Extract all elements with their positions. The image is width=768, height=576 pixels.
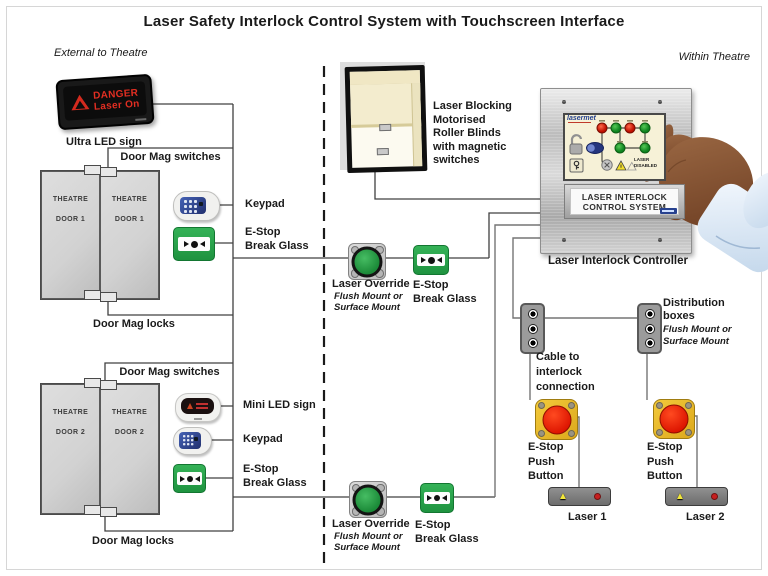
distribution-label-1: Distribution <box>663 297 725 309</box>
laser-override-button <box>348 243 386 280</box>
ultra-led-sign: DANGER Laser On <box>55 73 155 131</box>
lasermet-logo: lasermet <box>567 115 596 123</box>
estop-break-glass-icon-mid <box>413 245 449 275</box>
door1-left-text2: DOOR 1 <box>55 216 86 223</box>
keypad-screen-2 <box>179 432 201 449</box>
page-title: Laser Safety Interlock Control System wi… <box>143 13 625 30</box>
laser2-box: ▲ <box>665 487 728 506</box>
door2-left-panel: THEATRE DOOR 2 <box>41 384 100 514</box>
door1-right-panel: THEATRE DOOR 1 <box>100 171 159 299</box>
estop-push-button-left <box>535 399 578 440</box>
door2: THEATRE DOOR 2 THEATRE DOOR 2 <box>40 383 160 515</box>
estop-break-glass-icon-bottom <box>420 483 454 513</box>
door1: THEATRE DOOR 1 THEATRE DOOR 1 <box>40 170 160 300</box>
red-mushroom-button <box>542 405 571 434</box>
laser-override-label-2: Laser Override <box>332 518 410 530</box>
keypad-screen <box>180 196 207 215</box>
door2-left-text: THEATRE <box>52 409 89 416</box>
keypad-label: Keypad <box>245 198 285 210</box>
laser-indicator-dot-2 <box>711 493 718 500</box>
laser-warning-icon-2: ▲ <box>675 490 685 502</box>
door1-bottom-hinge <box>84 290 101 300</box>
door2-bottom-hinge <box>84 505 101 515</box>
laser-warning-icon: ▲ <box>558 490 568 502</box>
controller-touchscreen <box>563 113 666 181</box>
door1-left-text: THEATRE <box>52 196 89 203</box>
laser2-label: Laser 2 <box>686 511 725 523</box>
distribution-label-2: boxes <box>663 310 695 322</box>
zone-label-internal: Within Theatre <box>678 51 750 63</box>
controller-name-plate: LASER INTERLOCK CONTROL SYSTEM <box>564 184 685 219</box>
keypad-icon-2 <box>173 427 212 455</box>
door1-top-hinge <box>84 165 101 175</box>
laser-indicator-dot <box>594 493 601 500</box>
door1-mag-switches-label: Door Mag switches <box>120 151 221 163</box>
door2-left-text2: DOOR 2 <box>55 429 86 436</box>
laser-warning-triangle-icon <box>70 94 90 111</box>
distribution-box-left <box>520 303 545 354</box>
distribution-box-right <box>637 303 662 354</box>
laser-override-sub1: Flush Mount or <box>334 291 403 302</box>
door2-top-hinge <box>84 378 101 388</box>
door2-top-hinge2 <box>100 380 117 390</box>
plate-text-1: LASER INTERLOCK <box>581 191 668 202</box>
red-mushroom-button-2 <box>659 404 689 434</box>
distribution-sub-2: Surface Mount <box>663 336 729 347</box>
door2-mag-switches-label: Door Mag switches <box>119 366 220 378</box>
lasermet-logo-badge <box>660 208 677 214</box>
ultra-led-text-2: Laser On <box>93 98 140 113</box>
laser-override-sub2-2: Surface Mount <box>334 542 400 553</box>
door1-top-hinge2 <box>100 167 117 177</box>
sign-brand-mark <box>135 118 147 121</box>
laser-override-label: Laser Override <box>332 278 410 290</box>
door1-mag-locks-label: Door Mag locks <box>93 318 175 330</box>
door2-bottom-hinge2 <box>100 507 117 517</box>
distribution-sub-1: Flush Mount or <box>663 324 732 335</box>
plate-text-2: CONTROL SYSTEM <box>582 201 667 212</box>
door1-bottom-hinge2 <box>100 292 117 302</box>
door1-right-text: THEATRE <box>111 196 148 203</box>
mini-led-caption: Mini LED sign <box>243 399 316 411</box>
keypad-label-2: Keypad <box>243 433 283 445</box>
laser-override-sub1-2: Flush Mount or <box>334 531 403 542</box>
mini-warning-triangle-icon <box>187 403 193 409</box>
zone-label-external: External to Theatre <box>54 47 148 59</box>
door2-right-panel: THEATRE DOOR 2 <box>100 384 159 514</box>
laser-override-button-2 <box>349 481 387 518</box>
door1-right-text2: DOOR 1 <box>114 216 145 223</box>
door2-right-text2: DOOR 2 <box>114 429 145 436</box>
roller-blind-window <box>344 64 428 174</box>
laser1-label: Laser 1 <box>568 511 607 523</box>
mini-led-sign <box>175 393 221 422</box>
door2-right-text: THEATRE <box>111 409 148 416</box>
estop-break-glass-icon-2 <box>173 464 206 493</box>
ultra-led-screen: DANGER Laser On <box>62 81 148 121</box>
laser-override-sub2: Surface Mount <box>334 302 400 313</box>
override-green-button-2 <box>352 484 384 515</box>
override-green-button <box>351 246 383 277</box>
laser1-box: ▲ <box>548 487 611 506</box>
door1-left-panel: THEATRE DOOR 1 <box>41 171 100 299</box>
ultra-led-caption: Ultra LED sign <box>66 136 142 148</box>
estop-break-glass-icon <box>173 227 215 261</box>
keypad-icon <box>173 191 220 221</box>
controller-caption: Laser Interlock Controller <box>548 255 688 267</box>
door2-mag-locks-label: Door Mag locks <box>92 535 174 547</box>
page-border <box>6 6 762 570</box>
estop-push-button-right <box>653 399 695 439</box>
roller-blind <box>340 62 428 174</box>
